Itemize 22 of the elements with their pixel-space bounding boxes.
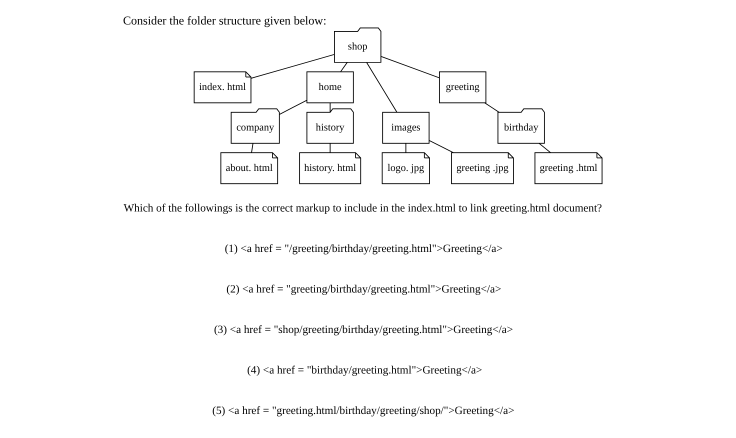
label: (5) <a href = "greeting.html/birthday/greeting/shop/">Greeting</a> xyxy=(212,404,514,417)
connector xyxy=(405,142,406,154)
node-box: images xyxy=(382,112,430,144)
connector xyxy=(340,62,348,72)
label: (4) <a href = "birthday/greeting.html">Greeting</a> xyxy=(247,364,482,376)
label: Which of the followings is the correct markup to include in the index.html to link greeting.html document? xyxy=(124,202,602,215)
label: (1) <a href = "/greeting/birthday/greeting.html">Greeting</a> xyxy=(224,243,503,256)
connector xyxy=(380,56,440,78)
connector xyxy=(330,142,331,154)
diagram-title: Consider the folder structure given below: xyxy=(122,14,326,28)
node-box: greeting xyxy=(439,71,486,104)
connector xyxy=(366,62,398,113)
label: (3) <a href = "shop/greeting/birthday/greeting.html">Greeting</a> xyxy=(214,324,514,336)
connector xyxy=(279,100,308,115)
node-box: home xyxy=(306,71,354,104)
label: (2) <a href = "greeting/birthday/greeting.html">Greeting</a> xyxy=(226,283,502,296)
connector xyxy=(330,102,331,113)
connector xyxy=(538,142,552,154)
connector xyxy=(250,54,335,79)
connector xyxy=(484,102,500,113)
connector xyxy=(428,140,454,154)
connector xyxy=(251,142,254,154)
